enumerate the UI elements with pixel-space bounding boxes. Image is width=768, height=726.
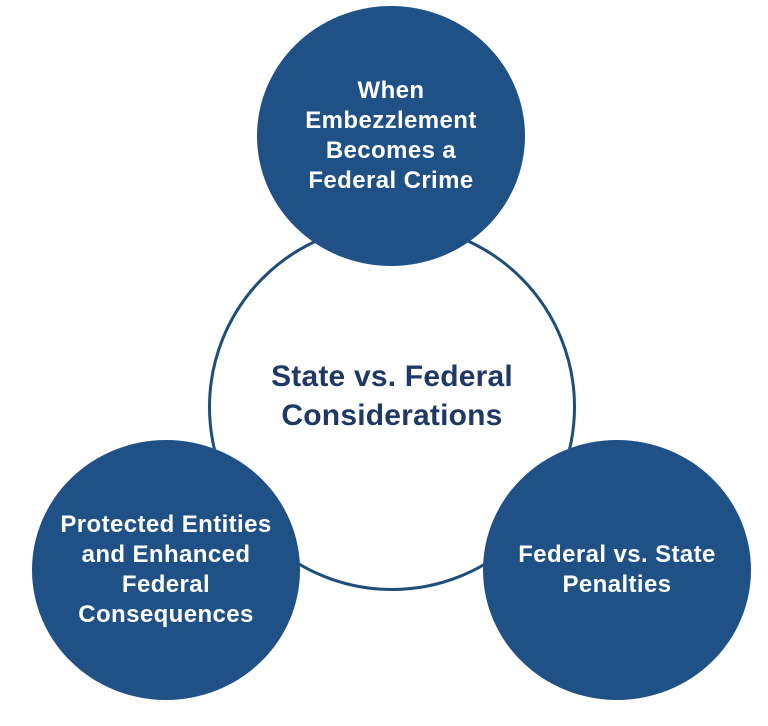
cycle-node-bottom-right: Federal vs. State Penalties — [483, 440, 751, 700]
node-label-bottom-left: Protected Entities and Enhanced Federal … — [60, 511, 272, 628]
node-label-bottom-right: Federal vs. State Penalties — [518, 541, 716, 598]
node-label-top: When Embezzlement Becomes a Federal Crim… — [305, 77, 477, 194]
cycle-node-bottom-left: Protected Entities and Enhanced Federal … — [32, 440, 300, 700]
center-label: State vs. Federal Considerations — [271, 360, 513, 432]
cycle-node-top: When Embezzlement Becomes a Federal Crim… — [257, 6, 525, 266]
